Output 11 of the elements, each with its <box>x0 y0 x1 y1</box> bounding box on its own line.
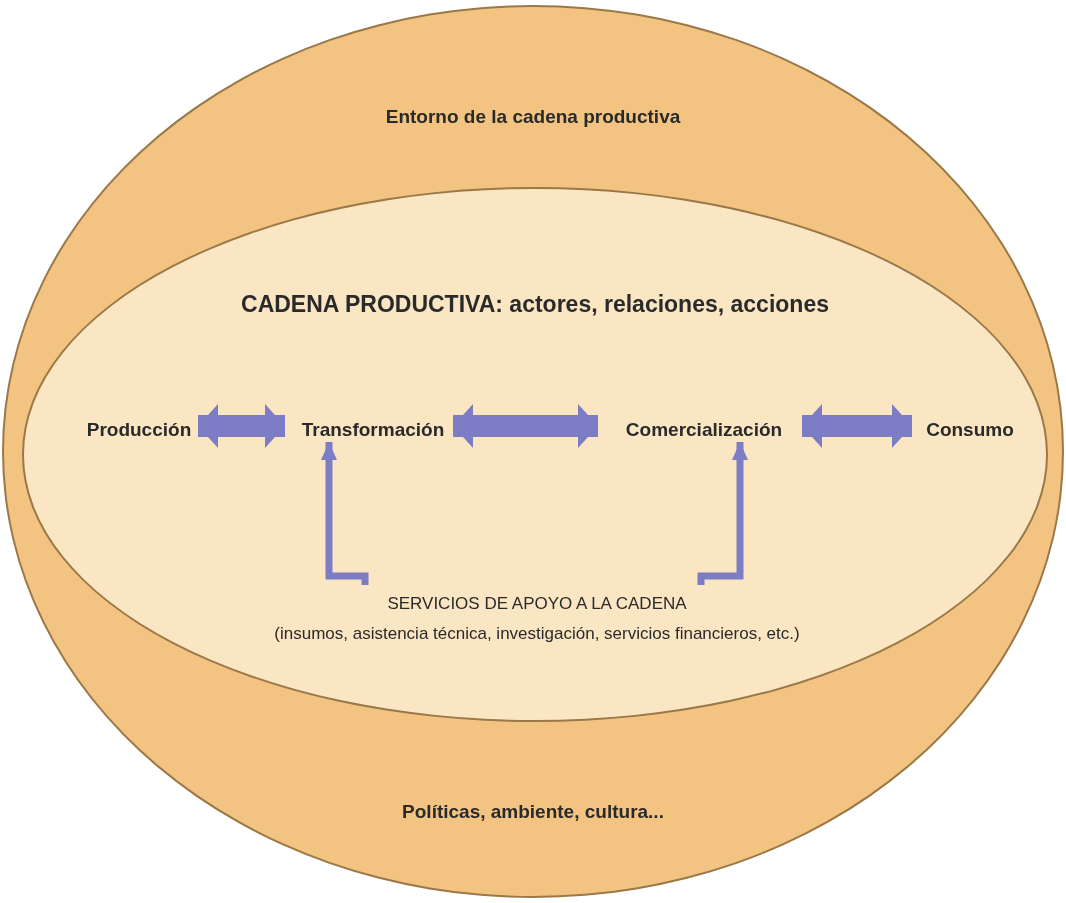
ellipse-heading: Entorno de la cadena productiva <box>385 105 681 129</box>
ellipse-heading: CADENA PRODUCTIVA: actores, relaciones, acciones <box>241 290 829 319</box>
double-arrow <box>802 404 912 448</box>
services-label: SERVICIOS DE APOYO A LA CADENA (insumos, asistencia técnica, investigación, servicios financieros, etc.) <box>189 589 885 651</box>
stage-label: Comercialización <box>602 414 806 446</box>
stage-label: Consumo <box>916 414 1024 446</box>
stage-label: Transformación <box>289 414 457 446</box>
ellipse-caption: Políticas, ambiente, cultura... <box>402 800 664 824</box>
double-arrow <box>198 404 285 448</box>
stage-label: Producción <box>76 414 202 446</box>
double-arrow <box>453 404 598 448</box>
